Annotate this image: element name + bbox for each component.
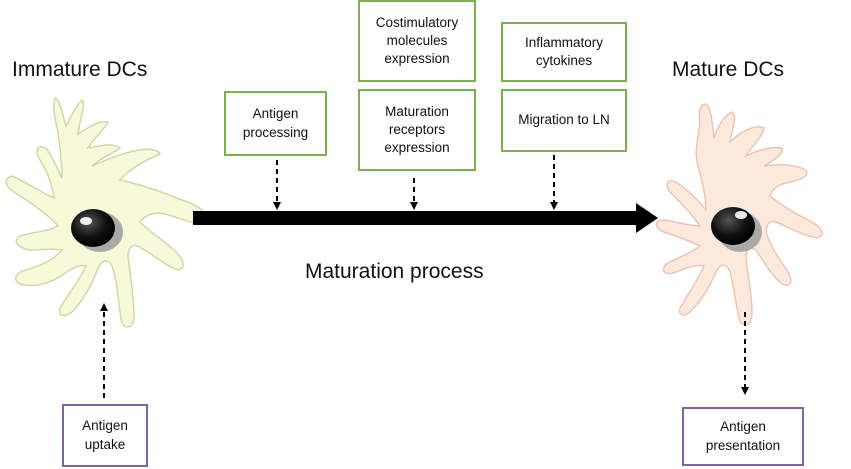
migration-to-ln-text: Migration to LN: [518, 112, 610, 128]
migration-to-ln-box: Migration to LN: [501, 89, 627, 152]
antigen-presentation-box: Antigen presentation: [682, 407, 804, 466]
immature-cell-nucleus: [71, 209, 115, 247]
antigen-presentation-text: Antigen presentation: [705, 419, 781, 453]
maturation-receptors-box: Maturation receptors expression: [358, 89, 476, 171]
inflammatory-cytokines-text: Inflammatory cytokines: [524, 34, 604, 68]
immature-dcs-label: Immature DCs: [12, 58, 148, 81]
immature-dendritic-cell: [5, 96, 207, 328]
maturation-receptors-text: Maturation receptors expression: [384, 103, 450, 156]
maturation-arrow: [193, 203, 658, 233]
antigen-processing-text: Antigen processing: [242, 106, 309, 140]
antigen-processing-box: Antigen processing: [224, 91, 327, 156]
immature-cell-nucleus-highlight: [80, 217, 92, 225]
immature-cell-body: [5, 96, 207, 328]
maturation-arrow-head: [636, 203, 658, 233]
mature-dcs-label: Mature DCs: [672, 58, 785, 81]
costimulatory-molecules-text: Costimulatory molecules expression: [375, 14, 459, 67]
mature-dendritic-cell: [655, 103, 823, 326]
mature-cell-nucleus: [711, 207, 755, 245]
antigen-uptake-text: Antigen uptake: [82, 418, 128, 452]
antigen-uptake-box: Antigen uptake: [62, 404, 148, 467]
costimulatory-molecules-box: Costimulatory molecules expression: [358, 0, 476, 82]
maturation-process-label: Maturation process: [305, 260, 484, 283]
maturation-arrow-shaft: [193, 211, 638, 225]
mature-cell-nucleus-highlight: [735, 211, 747, 219]
inflammatory-cytokines-box: Inflammatory cytokines: [501, 22, 627, 82]
